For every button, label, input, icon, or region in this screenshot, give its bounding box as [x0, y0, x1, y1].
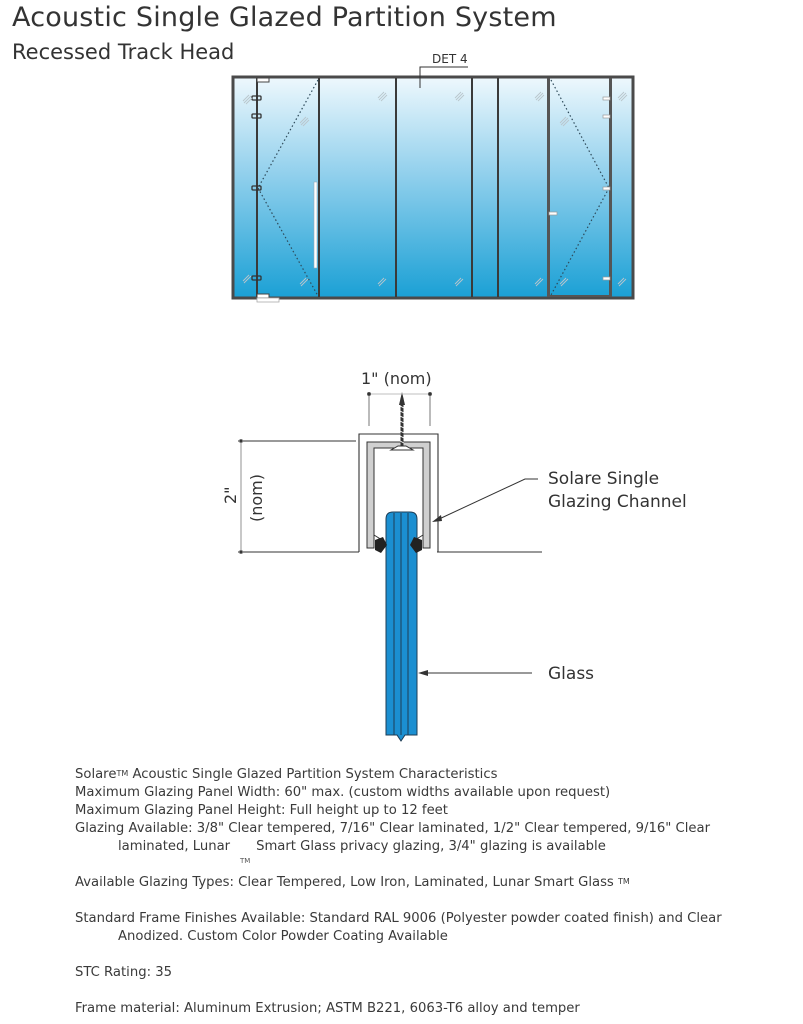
ceiling-recess [358, 433, 439, 552]
width-dimension-label: 1" (nom) [361, 369, 432, 388]
door-pull-handle [313, 181, 318, 269]
spec-finishes-cont: Anodized. Custom Color Powder Coating Av… [118, 929, 448, 944]
elevation-drawing: DET 4 [231, 52, 635, 303]
spec-heading: SolareTM Acoustic Single Glazed Partitio… [75, 767, 498, 782]
specifications: SolareTM Acoustic Single Glazed Partitio… [75, 766, 795, 1018]
det4-leader [419, 66, 468, 88]
drawing-canvas: DET 4 [221, 52, 687, 742]
screw-icon [389, 392, 415, 451]
glazing-channel [366, 441, 431, 549]
glass-reflection-marks [242, 91, 628, 287]
right-door-swing-lines [550, 79, 610, 296]
spec-frame-material: Frame material: Aluminum Extrusion; ASTM… [75, 1001, 580, 1016]
page-subtitle: Recessed Track Head [12, 40, 235, 64]
outer-frame [231, 75, 635, 300]
spec-max-width: Maximum Glazing Panel Width: 60" max. (c… [75, 785, 611, 800]
det4-callout: DET 4 [432, 52, 468, 66]
height-dimension [238, 438, 243, 555]
page-title: Acoustic Single Glazed Partition System [12, 2, 557, 33]
spec-glazing-types: Available Glazing Types: Clear Tempered,… [75, 875, 630, 890]
channel-label-line1: Solare Single [548, 469, 659, 489]
spec-stc-rating: STC Rating: 35 [75, 965, 172, 980]
top-pivot [256, 77, 270, 83]
height-dimension-note: (nom) [247, 474, 266, 522]
right-door-hardware [548, 96, 611, 281]
height-dimension-value: 2" [221, 486, 240, 504]
channel-leader [436, 478, 538, 521]
spec-max-height: Maximum Glazing Panel Height: Full heigh… [75, 803, 448, 818]
channel-label-line2: Glazing Channel [548, 492, 687, 512]
width-dimension [366, 391, 432, 426]
glass-panels [233, 77, 633, 298]
spec-finishes: Standard Frame Finishes Available: Stand… [75, 911, 722, 926]
spec-glazing-available: Glazing Available: 3/8" Clear tempered, … [75, 821, 710, 836]
section-detail: 1" (nom) 2" (nom) Solare Single Glazing … [221, 369, 687, 742]
glass-section [385, 511, 418, 742]
bottom-pivot [256, 293, 270, 299]
gaskets [375, 537, 422, 553]
left-door-swing-lines [257, 79, 319, 297]
glass-label: Glass [548, 664, 594, 684]
